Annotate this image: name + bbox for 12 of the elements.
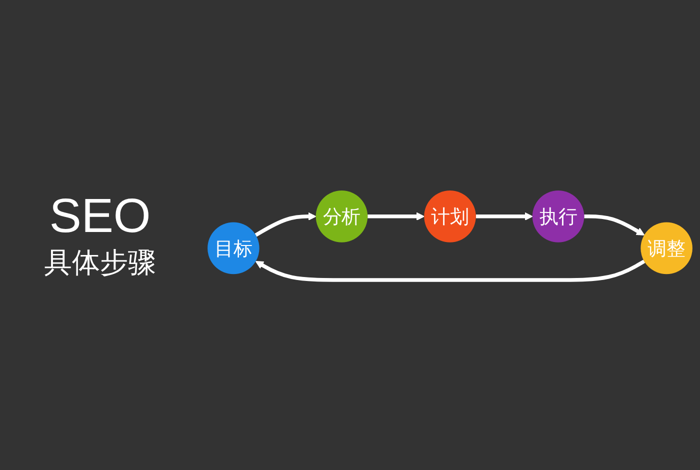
- node-circle: 执行: [532, 190, 584, 242]
- arrow: [476, 212, 533, 220]
- node-circle: 分析: [316, 190, 368, 242]
- node-circle: 目标: [208, 222, 260, 274]
- center-title: SEO: [49, 188, 151, 244]
- node-circle: 计划: [424, 190, 476, 242]
- node-circle: 调整: [640, 222, 692, 274]
- arrow: [368, 212, 424, 220]
- arrow: [254, 212, 316, 236]
- arrow: [255, 259, 646, 282]
- center-subtitle: 具体步骤: [44, 244, 156, 280]
- arrow: [584, 214, 645, 236]
